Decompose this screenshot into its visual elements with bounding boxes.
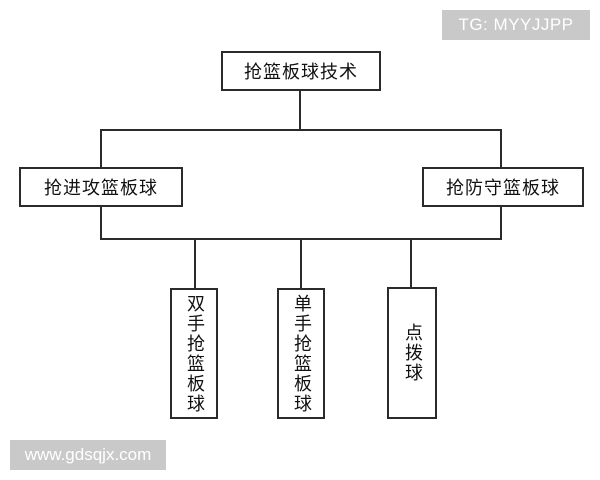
watermark-website-text: www.gdsqjx.com: [24, 445, 152, 464]
watermark-telegram-text: TG: MYYJJPP: [458, 15, 574, 34]
offensive-rebound-label: 抢进攻篮板球: [44, 178, 158, 199]
connector-right-rise: [500, 205, 502, 240]
two-hand-rebound-label: 双手抢篮板球: [184, 293, 205, 414]
root-node-label: 抢篮板球技术: [244, 62, 358, 83]
watermark-website: www.gdsqjx.com: [10, 440, 166, 470]
watermark-telegram: TG: MYYJJPP: [442, 10, 590, 40]
connector-drop-2: [300, 238, 302, 290]
one-hand-rebound-label: 单手抢篮板球: [291, 293, 312, 414]
offensive-rebound-node: 抢进攻篮板球: [19, 167, 183, 207]
root-node: 抢篮板球技术: [221, 51, 381, 91]
defensive-rebound-node: 抢防守篮板球: [422, 167, 584, 207]
connector-top-bar: [100, 129, 502, 131]
connector-left-drop: [100, 129, 102, 169]
connector-drop-1: [194, 238, 196, 290]
connector-drop-3: [410, 238, 412, 288]
one-hand-rebound-node: 单手抢篮板球: [277, 288, 325, 419]
connector-root-stem: [299, 89, 301, 130]
tip-ball-node: 点拨球: [387, 287, 437, 419]
connector-right-drop: [500, 129, 502, 169]
connector-left-rise: [100, 205, 102, 240]
defensive-rebound-label: 抢防守篮板球: [446, 178, 560, 199]
two-hand-rebound-node: 双手抢篮板球: [170, 288, 218, 419]
tip-ball-label: 点拨球: [402, 323, 423, 383]
